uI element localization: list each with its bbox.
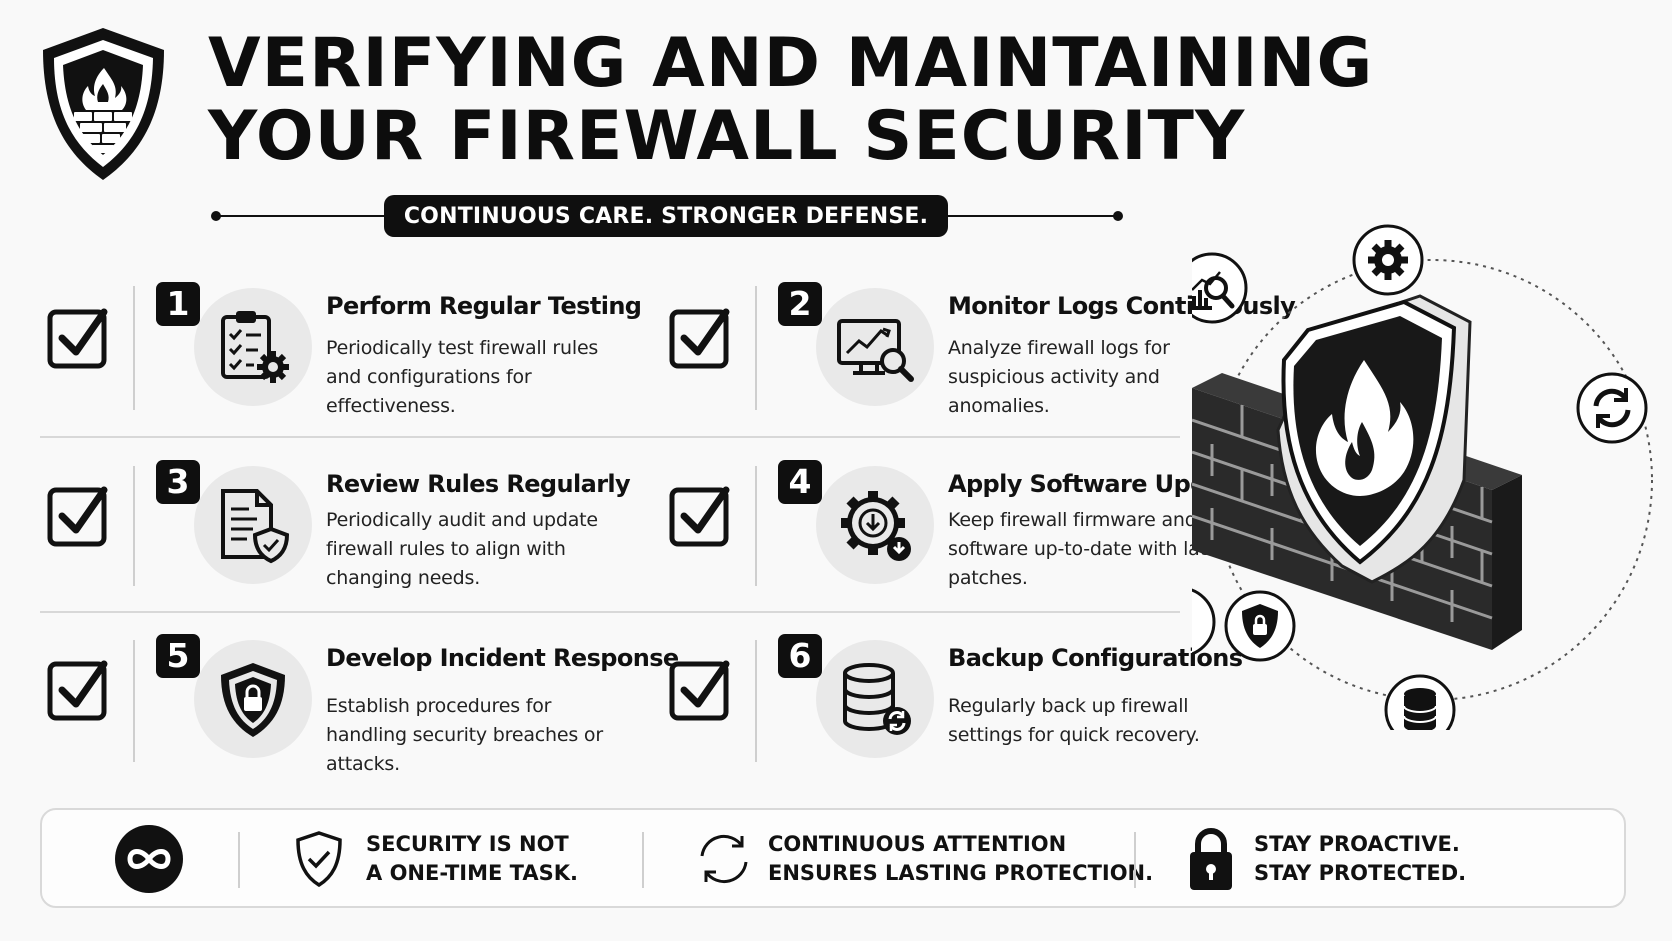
step-icon-badge [816, 640, 934, 758]
step-icon-badge [194, 466, 312, 584]
checkbox-checked-icon [47, 486, 108, 547]
footer-separator [238, 832, 240, 888]
row-divider-2 [40, 611, 1180, 613]
checkbox-checked-icon [669, 486, 730, 547]
document-shield-icon [221, 489, 290, 564]
footer-text-2: CONTINUOUS ATTENTION ENSURES LASTING PRO… [768, 832, 1154, 885]
lock-shield-orbit-icon [1224, 590, 1296, 662]
firewall-shield-logo-icon [43, 28, 164, 180]
checkbox-checked-icon [47, 660, 108, 721]
step-icon-badge [194, 640, 312, 758]
col-divider [133, 640, 135, 762]
page-title-line-2: YOUR FIREWALL SECURITY [208, 97, 1246, 176]
step-card-5: 5 Develop Incident Response Establish pr… [40, 614, 679, 775]
shield-check-icon [296, 831, 342, 888]
footer-separator [642, 832, 644, 888]
step-description: Keep firewall firmware and software up-t… [948, 509, 1236, 589]
infinity-icon [115, 825, 183, 893]
checkbox-checked-icon [669, 660, 730, 721]
gear-download-icon [841, 491, 911, 561]
col-divider [755, 466, 757, 586]
step-number: 3 [156, 460, 200, 504]
step-number: 2 [778, 282, 822, 326]
tagline-dot-left [211, 211, 221, 221]
firewall-shield-flame-icon [1276, 294, 1472, 584]
col-divider [133, 466, 135, 586]
shield-lock-icon [221, 663, 285, 737]
col-divider [133, 286, 135, 410]
step-description: Regularly back up firewall settings for … [948, 695, 1200, 746]
step-card-3: 3 Review Rules Regularly Periodically au… [40, 440, 660, 600]
chart-magnifier-icon [1192, 252, 1248, 324]
padlock-icon [1190, 828, 1232, 890]
tagline-banner: CONTINUOUS CARE. STRONGER DEFENSE. [384, 195, 948, 237]
footer-text-3: STAY PROACTIVE. STAY PROTECTED. [1254, 832, 1467, 885]
sync-arrows-icon [700, 835, 748, 883]
footer-separator [1134, 832, 1136, 888]
monitor-magnifier-icon [837, 319, 914, 382]
step-card-6: 6 Backup Configurations Regularly back u… [662, 614, 1282, 774]
step-card-1: 1 Perform Regular Testing Periodically t… [40, 262, 660, 422]
step-icon-badge [194, 288, 312, 406]
lock-icon [1192, 588, 1216, 656]
tagline-rule-right [946, 215, 1118, 217]
step-number: 5 [156, 634, 200, 678]
col-divider [755, 286, 757, 410]
firewall-illustration [1192, 224, 1653, 730]
step-title: Develop Incident Response [326, 644, 679, 672]
footer-text-1: SECURITY IS NOT A ONE-TIME TASK. [366, 832, 578, 885]
step-title: Perform Regular Testing [326, 292, 642, 320]
step-icon-badge [816, 288, 934, 406]
step-description: Establish procedures for handling securi… [326, 695, 603, 775]
tagline-dot-right [1113, 211, 1123, 221]
footer-banner: SECURITY IS NOT A ONE-TIME TASK. CONTINU… [40, 808, 1626, 908]
step-description: Periodically test firewall rules and con… [326, 337, 599, 417]
refresh-icon [1576, 372, 1648, 444]
step-number: 6 [778, 634, 822, 678]
step-icon-badge [816, 466, 934, 584]
database-sync-icon [843, 663, 911, 735]
checkbox-checked-icon [669, 308, 730, 369]
step-description: Analyze firewall logs for suspicious act… [948, 337, 1170, 417]
tagline-rule-left [216, 215, 386, 217]
page-title-line-1: VERIFYING AND MAINTAINING [208, 24, 1374, 103]
database-icon [1384, 674, 1456, 730]
step-title: Review Rules Regularly [326, 470, 631, 498]
clipboard-gear-icon [221, 311, 289, 383]
step-description: Periodically audit and update firewall r… [326, 509, 598, 589]
step-card-2: 2 Monitor Logs Continuously Analyze fire… [662, 262, 1296, 422]
step-number: 4 [778, 460, 822, 504]
step-number: 1 [156, 282, 200, 326]
checkbox-checked-icon [47, 308, 108, 369]
step-card-4: 4 Apply Software Updates Keep firewall f… [662, 440, 1282, 600]
col-divider [755, 640, 757, 762]
row-divider-1 [40, 436, 1180, 438]
gear-icon [1352, 224, 1424, 296]
